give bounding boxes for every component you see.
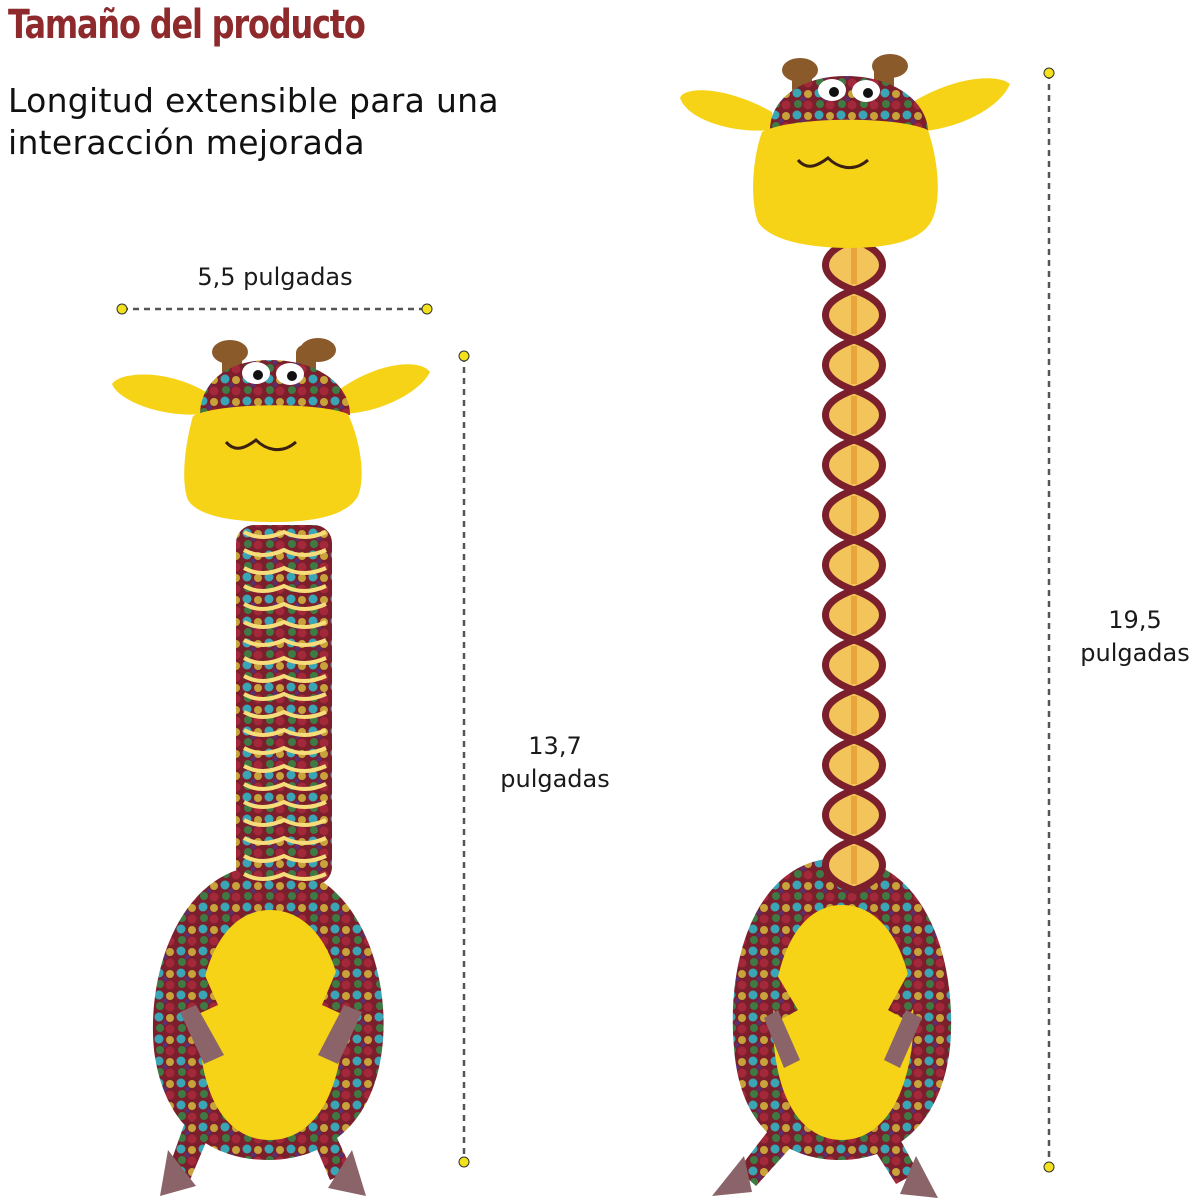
width-dimension [116,303,433,315]
giraffe-short [112,338,430,1196]
short-height-unit: pulgadas [500,765,610,793]
short-height-dimension [458,350,470,1168]
short-height-value: 13,7 [528,732,582,760]
page-title: Tamaño del producto [8,2,366,48]
long-height-value: 19,5 [1108,606,1162,634]
width-label: 5,5 pulgadas [150,261,400,294]
long-height-unit: pulgadas [1080,639,1190,667]
width-value: 5,5 pulgadas [197,263,353,291]
long-height-dimension [1043,67,1055,1173]
giraffe-long [680,54,1010,1198]
long-height-label: 19,5 pulgadas [1060,604,1200,670]
short-height-label: 13,7 pulgadas [470,730,640,796]
page-subtitle: Longitud extensible para una interacción… [8,81,499,162]
